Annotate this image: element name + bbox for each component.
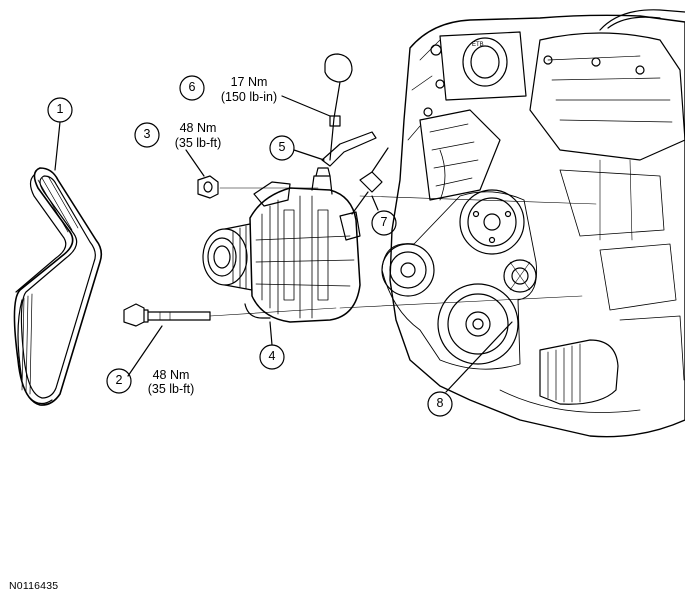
bolt-alignment-line [209, 307, 337, 317]
callout-circle-5 [269, 135, 295, 161]
battery-cable-terminal [324, 53, 353, 161]
torque-imperial-3: (35 lb-ft) [174, 136, 222, 150]
leader-line-1 [54, 121, 61, 171]
leader-line-5 [293, 149, 325, 161]
mounting-bolt [123, 303, 211, 327]
wiring-bracket [321, 131, 377, 167]
callout-circle-4 [259, 344, 285, 370]
torque-value-3: 48 Nm [179, 121, 217, 135]
callout-circle-3 [134, 122, 160, 148]
leader-line-2 [127, 325, 163, 377]
torque-imperial-6: (150 lb-in) [220, 90, 278, 104]
leader-line-3 [185, 149, 205, 177]
alignment-line-upper [359, 195, 597, 205]
callout-circle-6 [179, 75, 205, 101]
svg-text:ETB: ETB [472, 42, 484, 48]
leader-line-7 [371, 195, 379, 211]
alternator [202, 167, 361, 323]
torque-value-6: 17 Nm [230, 75, 268, 89]
electrical-connector [351, 147, 389, 215]
callout-number-6: 6 [188, 80, 196, 94]
engine-assembly: ETB [381, 9, 685, 438]
leader-line-6 [281, 95, 331, 117]
callout-circle-2 [106, 368, 132, 394]
leader-line-8 [445, 321, 513, 393]
callout-number-8: 8 [436, 396, 444, 410]
figure-id: N0116435 [9, 580, 59, 592]
torque-value-2: 48 Nm [152, 368, 190, 382]
callout-number-7: 7 [380, 215, 388, 229]
mounting-nut [197, 175, 219, 199]
callout-number-5: 5 [278, 140, 286, 154]
leader-line-4 [269, 321, 273, 346]
callout-number-3: 3 [143, 127, 151, 141]
drive-belt [13, 167, 103, 406]
callout-number-2: 2 [115, 373, 123, 387]
callout-number-4: 4 [268, 349, 276, 363]
callout-circle-7 [371, 210, 397, 236]
torque-imperial-2: (35 lb-ft) [147, 382, 195, 396]
callout-circle-1 [47, 97, 73, 123]
callout-circle-8 [427, 391, 453, 417]
alignment-line-lower [339, 295, 583, 309]
callout-number-1: 1 [56, 102, 64, 116]
